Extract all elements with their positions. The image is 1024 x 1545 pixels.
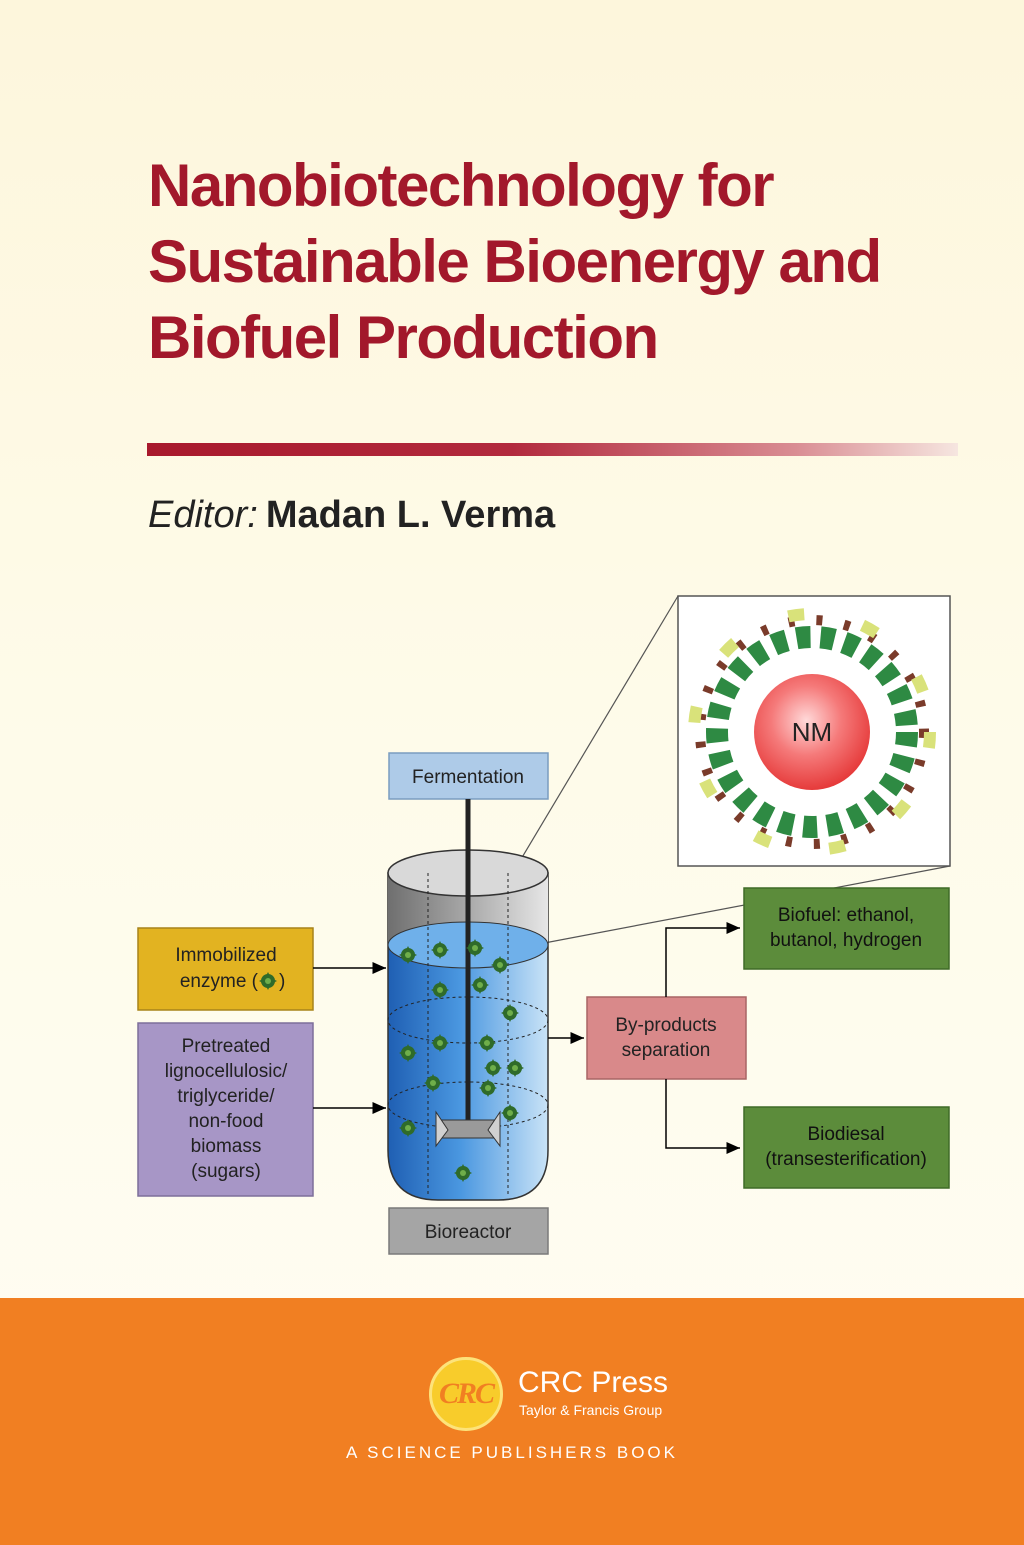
immobilized-line-2b: ) (279, 971, 285, 992)
pretreated-line-1: Pretreated (182, 1036, 271, 1057)
immobilized-line-2a: enzyme ( (180, 971, 259, 992)
pretreated-line-6: (sugars) (191, 1161, 261, 1182)
nm-protein-ring (688, 608, 936, 856)
biodiesel-line-1: Biodiesal (807, 1124, 884, 1145)
nanomaterial-core (754, 674, 870, 790)
title-line-3: Biofuel Production (148, 304, 659, 371)
title-rule (147, 443, 958, 456)
title-line-2: Sustainable Bioenergy and (148, 228, 882, 295)
title-line-1: Nanobiotechnology for (148, 152, 775, 219)
biofuel-box (743, 887, 950, 970)
pretreated-line-3: triglyceride/ (177, 1086, 275, 1107)
bioreactor-box (388, 1207, 549, 1255)
series-label: A SCIENCE PUBLISHERS BOOK (346, 1443, 678, 1462)
bioreactor-label: Bioreactor (425, 1222, 512, 1243)
publisher-group: Taylor & Francis Group (519, 1402, 663, 1418)
pretreated-biomass-box (137, 1022, 314, 1197)
pretreated-text: Pretreated lignocellulosic/ triglyceride… (165, 1036, 288, 1182)
editor-line: Editor:Madan L. Verma (148, 494, 555, 537)
pretreated-line-5: biomass (191, 1136, 262, 1157)
editor-name: Madan L. Verma (265, 494, 556, 536)
bioreactor-vessel (387, 799, 549, 1201)
editor-label: Editor: (148, 494, 258, 536)
pretreated-line-4: non-food (188, 1111, 263, 1132)
byproducts-box (586, 996, 747, 1080)
immobilized-enzyme-box (137, 927, 314, 1011)
publisher-band (0, 1298, 1024, 1545)
publisher-name: CRC Press (518, 1366, 669, 1399)
branch-down (665, 1079, 740, 1154)
biofuel-line-2: butanol, hydrogen (770, 930, 922, 951)
nm-label: NM (792, 717, 832, 747)
zoom-line-bottom (517, 865, 951, 949)
cover-top: Nanobiotechnology for Sustainable Bioene… (137, 148, 988, 1255)
byproducts-line-1: By-products (615, 1015, 716, 1036)
byproducts-line-2: separation (622, 1040, 711, 1061)
biodiesel-line-2: (transesterification) (765, 1149, 927, 1170)
branch-up (665, 922, 740, 997)
pretreated-line-2: lignocellulosic/ (165, 1061, 288, 1082)
book-title: Nanobiotechnology for Sustainable Bioene… (148, 148, 988, 376)
fermentation-label: Fermentation (412, 767, 524, 788)
crc-logo: CRC (429, 1357, 503, 1431)
immobilized-line-1: Immobilized (175, 945, 276, 966)
bioreactor-diagram: NM Fermentation (137, 595, 951, 1255)
biodiesel-box (743, 1106, 950, 1189)
biofuel-line-1: Biofuel: ethanol, (778, 905, 914, 926)
